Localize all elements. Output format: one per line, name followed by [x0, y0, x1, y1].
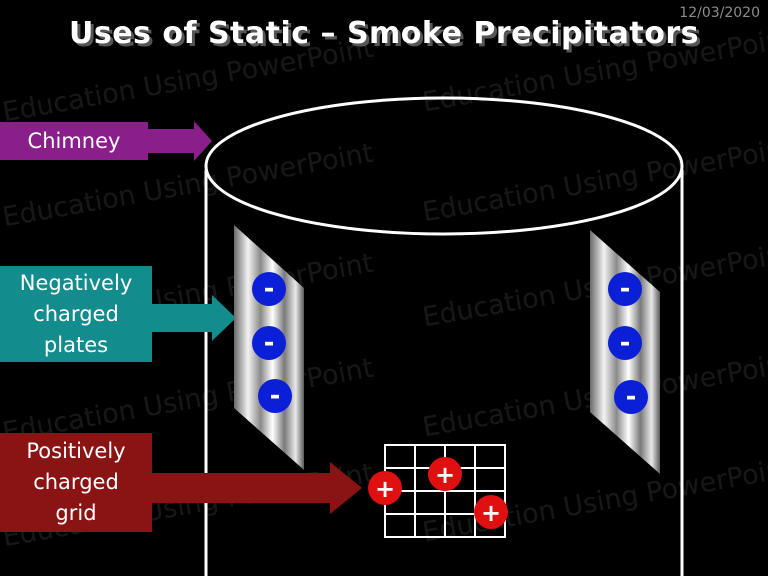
negative-charge: - [258, 379, 292, 413]
chimney-label: Chimney [0, 122, 148, 160]
svg-text:-: - [270, 381, 281, 411]
positive-charge: + [368, 471, 402, 505]
svg-text:-: - [626, 382, 637, 412]
negative-plates-label-line: Negatively [19, 270, 133, 295]
negative-charge: - [608, 272, 642, 306]
positive-grid-arrow [152, 462, 362, 514]
positive-grid-label-line: charged [33, 470, 119, 494]
svg-text:-: - [264, 328, 275, 358]
negative-charge: - [252, 326, 286, 360]
chimney-label-text: Chimney [27, 128, 121, 153]
negative-plates-label: Negatively charged plates [0, 266, 152, 362]
svg-text:+: + [435, 461, 455, 489]
positive-grid-label-line: grid [55, 501, 97, 525]
slide-title: Uses of Static – Smoke Precipitators [68, 16, 699, 51]
negative-plates-arrow [152, 295, 236, 341]
negative-plates-label-line: plates [43, 332, 109, 357]
negative-charge: - [608, 326, 642, 360]
slide-date: 12/03/2020 [679, 5, 760, 21]
positive-grid-label: Positively charged grid [0, 433, 152, 532]
chimney-top-rim [204, 96, 684, 236]
positive-grid-label-line: Positively [26, 439, 126, 463]
negative-charge: - [614, 380, 648, 414]
negative-charge: - [252, 272, 286, 306]
svg-text:+: + [481, 499, 501, 527]
svg-text:-: - [620, 274, 631, 304]
svg-text:+: + [375, 475, 395, 503]
chimney-arrow [148, 121, 212, 161]
negative-plates-label-line: charged [33, 301, 119, 326]
chimney [204, 96, 684, 576]
positive-charge: + [474, 495, 508, 529]
svg-text:-: - [620, 328, 631, 358]
positive-charge: + [428, 457, 462, 491]
svg-text:-: - [264, 274, 275, 304]
